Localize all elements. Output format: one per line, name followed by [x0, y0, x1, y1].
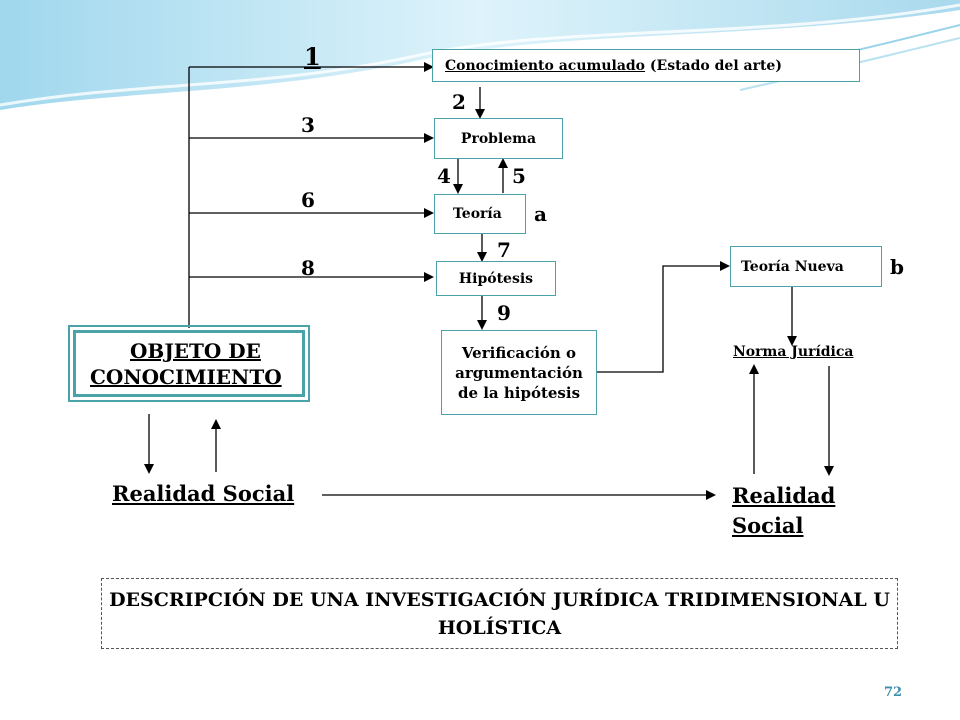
estado-del-arte-label: (Estado del arte) [645, 57, 782, 74]
teoria-nueva-label: Teoría Nueva [741, 258, 844, 275]
teoria-label: Teoría [453, 206, 502, 222]
step-number-1: 1 [304, 42, 321, 71]
hipotesis-label: Hipótesis [458, 270, 534, 287]
problema-box: Problema [434, 118, 563, 159]
verificacion-box: Verificación o argumentación de la hipót… [441, 330, 597, 415]
step-number-7: 7 [497, 238, 511, 262]
step-number-5: 5 [512, 164, 526, 188]
hipotesis-box: Hipótesis [436, 261, 556, 296]
realidad-social-right: Realidad Social [732, 481, 835, 541]
step-number-2: 2 [452, 90, 466, 114]
step-number-6: 6 [301, 188, 315, 212]
teoria-box: Teoría [434, 194, 526, 234]
letter-b: b [890, 255, 904, 279]
verificacion-line-1: Verificación o [461, 343, 577, 362]
realidad-social-left: Realidad Social [112, 481, 295, 506]
problema-label: Problema [460, 130, 537, 147]
conocimiento-acumulado-label: Conocimiento acumulado [445, 57, 646, 74]
conocimiento-acumulado-box: Conocimiento acumulado (Estado del arte) [432, 49, 860, 82]
caption-line-1: DESCRIPCIÓN DE UNA INVESTIGACIÓN JURÍDIC… [109, 588, 890, 611]
diagram-caption-box: DESCRIPCIÓN DE UNA INVESTIGACIÓN JURÍDIC… [101, 578, 898, 649]
objeto-conocimiento-box: OBJETO DE CONOCIMIENTO [68, 325, 310, 402]
page-number: 72 [884, 685, 903, 700]
norma-juridica-label: Norma Jurídica [733, 344, 854, 360]
step-number-9: 9 [497, 301, 511, 325]
realidad-right-line-2: Social [732, 513, 804, 538]
verificacion-line-2: argumentación [455, 363, 583, 382]
step-number-8: 8 [301, 256, 315, 280]
objeto-line-2: CONOCIMIENTO [90, 365, 282, 389]
step-number-3: 3 [301, 113, 315, 137]
teoria-nueva-box: Teoría Nueva [730, 246, 882, 287]
step-number-4: 4 [437, 164, 451, 188]
letter-a: a [534, 202, 547, 226]
realidad-right-line-1: Realidad [732, 483, 836, 508]
verificacion-line-3: de la hipótesis [457, 383, 581, 402]
objeto-line-1: OBJETO DE [130, 339, 261, 363]
caption-line-2: HOLÍSTICA [437, 616, 562, 639]
